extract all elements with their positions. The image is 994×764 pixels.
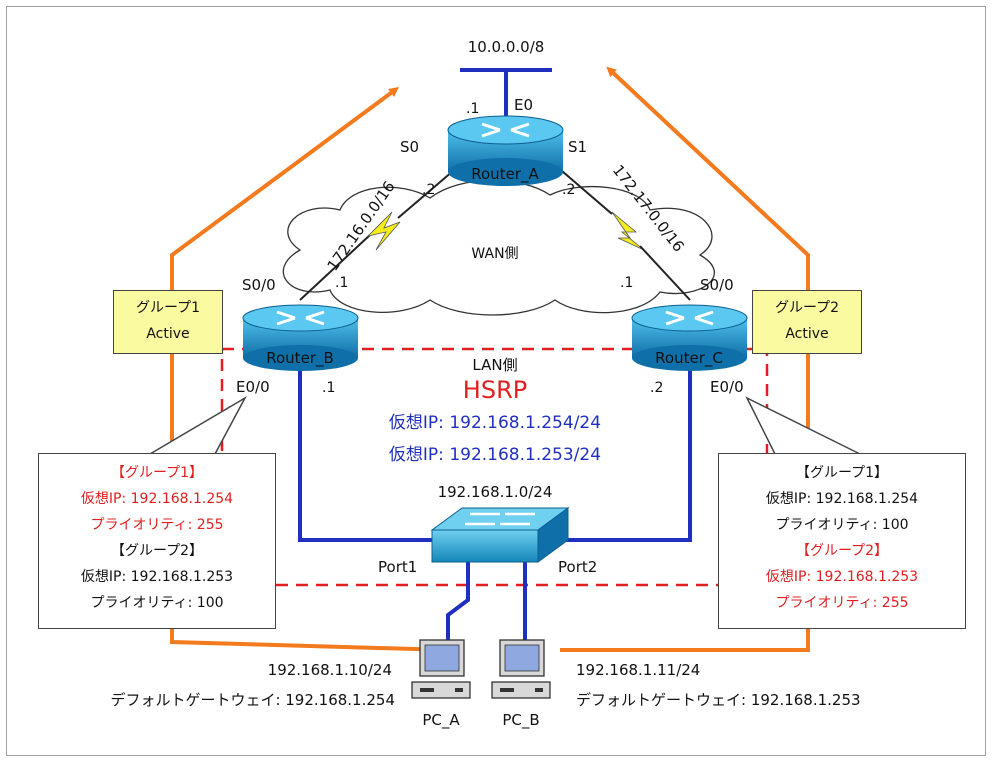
router-a-s1-label: S1 bbox=[568, 138, 587, 156]
router-c-icon bbox=[631, 304, 748, 371]
pc-a-name: PC_A bbox=[422, 711, 460, 730]
router-a-s0-label: S0 bbox=[400, 138, 419, 156]
lan-link-b bbox=[298, 360, 438, 542]
router-c-e0-label: E0/0 bbox=[710, 378, 744, 396]
router-b-s0-addr: .1 bbox=[335, 275, 348, 291]
pc-b-name: PC_B bbox=[502, 711, 539, 730]
lan-link-c bbox=[565, 360, 692, 542]
callout-c-g1-title: 【グループ1】 bbox=[795, 465, 889, 481]
pc-a-ip: 192.168.1.10/24 bbox=[268, 661, 392, 679]
callout-c-g2-title: 【グループ2】 bbox=[795, 543, 889, 559]
callout-b-g2-vip: 仮想IP: 192.168.1.253 bbox=[80, 569, 234, 585]
switch-port2: Port2 bbox=[558, 558, 597, 576]
serial-link-ac bbox=[554, 164, 691, 301]
router-a-s1-addr: .2 bbox=[562, 182, 575, 198]
callout-b-g2-priority: プライオリティ: 100 bbox=[90, 595, 224, 611]
switch-icon bbox=[430, 507, 570, 563]
pc-a-icon bbox=[411, 639, 471, 699]
group-left-title: グループ1 bbox=[135, 300, 201, 316]
virtual-ip-1: 仮想IP: 192.168.1.254/24 bbox=[389, 413, 601, 433]
router-a-e0-addr: .1 bbox=[466, 101, 479, 117]
lan-label: LAN側 bbox=[472, 356, 517, 374]
callout-router-c: 【グループ1】 仮想IP: 192.168.1.254 プライオリティ: 100… bbox=[718, 453, 966, 629]
wan-label: WAN側 bbox=[471, 246, 518, 262]
virtual-ip-2: 仮想IP: 192.168.1.253/24 bbox=[389, 445, 601, 465]
callout-router-b: 【グループ1】 仮想IP: 192.168.1.254 プライオリティ: 255… bbox=[38, 453, 276, 629]
router-a-e0-label: E0 bbox=[514, 96, 533, 114]
pc-b-icon bbox=[491, 639, 551, 699]
router-c-name: Router_C bbox=[655, 349, 723, 368]
callout-c-g1-priority: プライオリティ: 100 bbox=[775, 517, 909, 533]
group-right-box: グループ2 Active bbox=[752, 290, 862, 354]
router-a-icon bbox=[447, 115, 564, 186]
router-c-s0-addr: .1 bbox=[620, 275, 633, 291]
router-a-s0-addr: .2 bbox=[422, 182, 435, 198]
callout-c-g2-vip: 仮想IP: 192.168.1.253 bbox=[765, 569, 919, 585]
switch-port1: Port1 bbox=[378, 558, 417, 576]
pc-links bbox=[446, 560, 527, 642]
callout-b-g2-title: 【グループ2】 bbox=[110, 543, 204, 559]
pc-a-gateway: デフォルトゲートウェイ: 192.168.1.254 bbox=[110, 691, 395, 709]
hsrp-label: HSRP bbox=[463, 376, 527, 404]
callout-c-g1-vip: 仮想IP: 192.168.1.254 bbox=[765, 491, 919, 507]
router-b-icon bbox=[242, 304, 359, 371]
callout-b-g1-title: 【グループ1】 bbox=[110, 465, 204, 481]
callout-c-pointer bbox=[745, 396, 861, 455]
callout-b-g1-priority: プライオリティ: 255 bbox=[90, 517, 224, 533]
router-b-s0-label: S0/0 bbox=[242, 276, 276, 294]
callout-b-g1-vip: 仮想IP: 192.168.1.254 bbox=[80, 491, 234, 507]
group-left-state: Active bbox=[146, 326, 190, 342]
pc-b-gateway: デフォルトゲートウェイ: 192.168.1.253 bbox=[576, 691, 861, 709]
router-b-e0-label: E0/0 bbox=[236, 378, 270, 396]
pc-b-ip: 192.168.1.11/24 bbox=[576, 661, 700, 679]
callout-b-pointer bbox=[147, 395, 247, 455]
group-right-state: Active bbox=[785, 326, 829, 342]
router-b-e0-addr: .1 bbox=[322, 380, 335, 396]
router-c-e0-addr: .2 bbox=[650, 380, 663, 396]
top-network-label: 10.0.0.0/8 bbox=[468, 38, 545, 56]
router-b-name: Router_B bbox=[266, 349, 334, 368]
lan-network-label: 192.168.1.0/24 bbox=[438, 483, 553, 501]
group-right-title: グループ2 bbox=[774, 300, 840, 316]
group-left-box: グループ1 Active bbox=[113, 290, 223, 354]
callout-c-g2-priority: プライオリティ: 255 bbox=[775, 595, 909, 611]
router-a-name: Router_A bbox=[471, 165, 539, 184]
router-c-s0-label: S0/0 bbox=[700, 276, 734, 294]
